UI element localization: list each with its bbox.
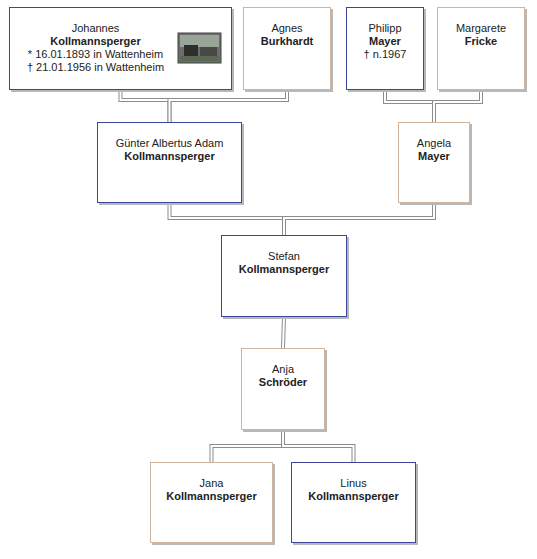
line-core: [434, 90, 481, 122]
life-date: * 16.01.1893 in Wattenheim: [10, 48, 181, 61]
line-outline: [212, 430, 284, 462]
line-core: [284, 203, 434, 235]
family-line: [212, 430, 284, 462]
family-line: [121, 90, 170, 122]
surname: Mayer: [347, 35, 423, 48]
life-date: † n.1967: [347, 48, 423, 61]
person-box: AngelaMayer: [398, 122, 470, 203]
given-name: Angela: [399, 137, 469, 150]
person-box: JanaKollmannsperger: [150, 462, 273, 543]
line-outline: [283, 430, 354, 462]
surname: Schröder: [242, 376, 324, 389]
line-core: [283, 317, 284, 348]
line-outline: [434, 90, 481, 122]
given-name: Philipp: [347, 22, 423, 35]
line-outline: [170, 203, 285, 235]
family-line: [170, 90, 288, 122]
person-box: PhilippMayer† n.1967: [346, 7, 424, 90]
family-line: [170, 203, 285, 235]
person-box: StefanKollmannsperger: [221, 235, 347, 317]
line-core: [170, 203, 285, 235]
life-date: † 21.01.1956 in Wattenheim: [10, 61, 181, 74]
family-line: [385, 90, 434, 122]
given-name: Günter Albertus Adam: [98, 137, 241, 150]
portrait-photo: [178, 33, 221, 63]
family-line: [283, 317, 284, 348]
line-outline: [283, 317, 284, 348]
surname: Kollmannsperger: [10, 35, 181, 48]
given-name: Anja: [242, 363, 324, 376]
given-name: Jana: [151, 477, 272, 490]
person-box: AgnesBurkhardt: [243, 7, 331, 90]
person-box: LinusKollmannsperger: [291, 462, 416, 543]
line-core: [170, 90, 288, 122]
line-outline: [385, 90, 434, 122]
given-name: Margarete: [438, 22, 524, 35]
family-line: [283, 430, 354, 462]
surname: Kollmannsperger: [98, 150, 241, 163]
given-name: Linus: [292, 477, 415, 490]
given-name: Agnes: [244, 22, 330, 35]
person-box: JohannesKollmannsperger* 16.01.1893 in W…: [9, 7, 232, 90]
line-outline: [284, 203, 434, 235]
given-name: Johannes: [10, 22, 181, 35]
line-outline: [170, 90, 288, 122]
line-core: [385, 90, 434, 122]
surname: Burkhardt: [244, 35, 330, 48]
surname: Kollmannsperger: [222, 263, 346, 276]
person-box: MargareteFricke: [437, 7, 525, 90]
line-core: [283, 430, 354, 462]
surname: Kollmannsperger: [151, 490, 272, 503]
surname: Kollmannsperger: [292, 490, 415, 503]
line-core: [121, 90, 170, 122]
line-outline: [121, 90, 170, 122]
family-line: [284, 203, 434, 235]
family-line: [434, 90, 481, 122]
given-name: Stefan: [222, 250, 346, 263]
surname: Fricke: [438, 35, 524, 48]
line-core: [212, 430, 284, 462]
person-box: Günter Albertus AdamKollmannsperger: [97, 122, 242, 203]
person-box: AnjaSchröder: [241, 348, 325, 430]
surname: Mayer: [399, 150, 469, 163]
